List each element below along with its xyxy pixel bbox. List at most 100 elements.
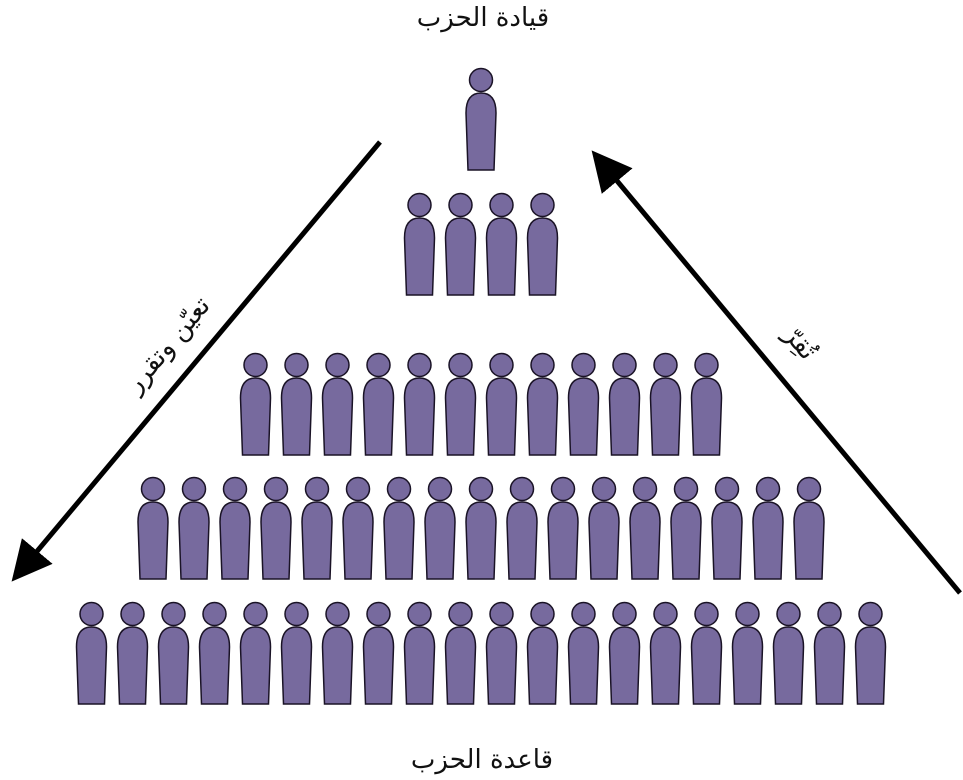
person-body bbox=[711, 501, 743, 580]
person-figure bbox=[526, 192, 559, 296]
person-figure bbox=[629, 476, 661, 580]
person-head bbox=[817, 601, 842, 627]
person-figure bbox=[219, 476, 251, 580]
person-head bbox=[776, 601, 801, 627]
person-body bbox=[485, 377, 518, 456]
person-figure bbox=[424, 476, 456, 580]
person-head bbox=[530, 352, 555, 378]
person-body bbox=[854, 626, 887, 705]
person-head bbox=[407, 601, 432, 627]
person-head bbox=[366, 601, 391, 627]
person-head bbox=[489, 352, 514, 378]
person-body bbox=[752, 501, 784, 580]
person-figure bbox=[383, 476, 415, 580]
person-body bbox=[280, 377, 313, 456]
person-figure bbox=[301, 476, 333, 580]
person-body bbox=[157, 626, 190, 705]
person-figure bbox=[260, 476, 292, 580]
person-head bbox=[222, 476, 248, 502]
person-body bbox=[301, 501, 333, 580]
person-body bbox=[137, 501, 169, 580]
person-figure bbox=[813, 601, 846, 705]
person-body bbox=[567, 626, 600, 705]
person-head bbox=[632, 476, 658, 502]
person-body bbox=[403, 217, 436, 296]
person-body bbox=[280, 626, 313, 705]
person-body bbox=[526, 377, 559, 456]
person-head bbox=[366, 352, 391, 378]
person-figure bbox=[649, 352, 682, 456]
person-head bbox=[79, 601, 104, 627]
person-body bbox=[362, 377, 395, 456]
person-head bbox=[530, 192, 555, 218]
person-figure bbox=[178, 476, 210, 580]
person-head bbox=[448, 352, 473, 378]
person-body bbox=[608, 377, 641, 456]
person-body bbox=[403, 377, 436, 456]
person-body bbox=[526, 626, 559, 705]
person-head bbox=[694, 352, 719, 378]
person-figure bbox=[362, 352, 395, 456]
person-figure bbox=[854, 601, 887, 705]
person-body bbox=[403, 626, 436, 705]
person-head bbox=[427, 476, 453, 502]
person-body bbox=[526, 217, 559, 296]
person-figure bbox=[567, 601, 600, 705]
person-head bbox=[755, 476, 781, 502]
person-body bbox=[547, 501, 579, 580]
person-head bbox=[509, 476, 535, 502]
person-body bbox=[567, 377, 600, 456]
person-figure bbox=[485, 352, 518, 456]
person-figure bbox=[403, 352, 436, 456]
person-head bbox=[181, 476, 207, 502]
person-head bbox=[407, 192, 432, 218]
person-figure bbox=[485, 601, 518, 705]
person-head bbox=[653, 601, 678, 627]
person-body bbox=[383, 501, 415, 580]
person-body bbox=[219, 501, 251, 580]
person-head bbox=[140, 476, 166, 502]
person-figure bbox=[588, 476, 620, 580]
person-figure bbox=[444, 192, 477, 296]
person-body bbox=[424, 501, 456, 580]
person-figure bbox=[485, 192, 518, 296]
person-figure bbox=[403, 192, 436, 296]
person-body bbox=[629, 501, 661, 580]
person-body bbox=[649, 377, 682, 456]
person-body bbox=[75, 626, 108, 705]
person-body bbox=[588, 501, 620, 580]
person-body bbox=[178, 501, 210, 580]
person-head bbox=[243, 352, 268, 378]
person-figure bbox=[608, 352, 641, 456]
person-figure bbox=[362, 601, 395, 705]
person-body bbox=[198, 626, 231, 705]
person-figure bbox=[137, 476, 169, 580]
person-head bbox=[714, 476, 740, 502]
person-figure bbox=[731, 601, 764, 705]
person-head bbox=[304, 476, 330, 502]
person-head bbox=[161, 601, 186, 627]
person-head bbox=[489, 192, 514, 218]
person-head bbox=[468, 67, 494, 93]
right-arrow bbox=[591, 150, 962, 595]
person-figure bbox=[772, 601, 805, 705]
person-figure bbox=[608, 601, 641, 705]
person-figure bbox=[711, 476, 743, 580]
person-head bbox=[530, 601, 555, 627]
person-body bbox=[239, 377, 272, 456]
person-head bbox=[325, 601, 350, 627]
person-figure bbox=[342, 476, 374, 580]
person-head bbox=[468, 476, 494, 502]
person-head bbox=[325, 352, 350, 378]
person-figure bbox=[690, 601, 723, 705]
person-body bbox=[239, 626, 272, 705]
person-body bbox=[342, 501, 374, 580]
person-figure bbox=[198, 601, 231, 705]
person-head bbox=[202, 601, 227, 627]
person-head bbox=[735, 601, 760, 627]
person-body bbox=[444, 217, 477, 296]
person-figure bbox=[75, 601, 108, 705]
person-figure bbox=[465, 476, 497, 580]
person-body bbox=[485, 217, 518, 296]
